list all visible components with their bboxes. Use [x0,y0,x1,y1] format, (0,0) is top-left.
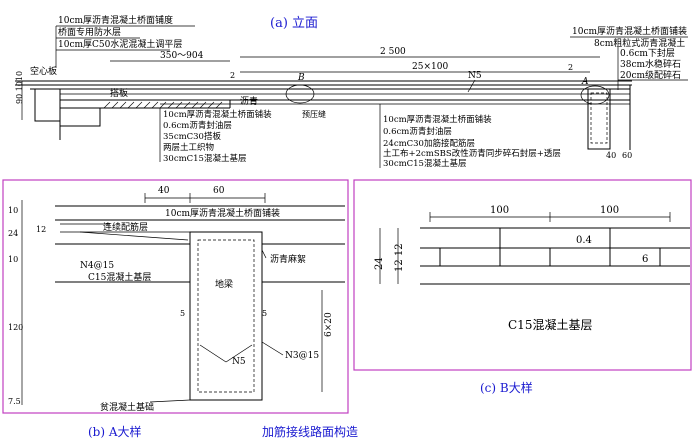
detail-a-dim-5b: 5 [262,309,267,318]
detail-b-view: 100 100 0.4 6 24 12 12 C15混凝土基层 [353,179,692,371]
hollow-slab-label: 空心板 [30,65,57,77]
dim-25x100: 25×100 [412,62,448,72]
detail-a-dim-10b: 10 [8,255,18,264]
detail-a-dim-12: 12 [36,225,46,234]
left-layer-3: 10cm厚C50水泥混凝土调平层 [58,38,182,50]
caption-detail-b: (c) B大样 [480,380,533,395]
caption-detail-a: (b) A大样 [88,424,142,439]
detail-a-n4: N4@15 [80,261,114,271]
mid-left-layer-1: 10cm厚沥青混凝土桥面铺装 [163,109,272,120]
press-seam-label: 预压缝 [302,109,326,119]
mid-right-layer-5: 30cmC15混凝土基层 [383,158,466,169]
right-layer-4: 38cm水稳碎石 [620,58,681,70]
detail-a-dim-40: 40 [158,186,170,196]
detail-a-dim-5a: 5 [180,309,185,318]
left-layer-1: 10cm厚沥青混凝土桥面铺度 [58,14,173,26]
asphalt-jute-label: 沥青麻絮 [270,253,306,265]
mid-right-layer-4: 土工布+2cmSBS改性沥青同步碎石封层+透层 [383,148,561,159]
detail-b-dim-6: 6 [642,254,648,265]
mid-right-layer-3: 24cmC30加筋接配筋层 [383,138,475,149]
detail-a-view: 40 60 10cm厚沥青混凝土桥面铺装 连续配筋层 N4@15 C15混凝土基… [2,179,349,414]
mid-left-layer-3: 35cmC30搭板 [163,131,221,142]
detail-b-dim-100b: 100 [600,205,619,216]
mid-left-layer-4: 两层土工织物 [163,142,215,153]
rebar-n5-label: N5 [468,71,482,81]
detail-a-dim-120: 120 [8,323,23,332]
right-layer-3: 0.6cm下封层 [620,47,675,59]
caption-figure-title: 加筋接线路面构造 [262,424,358,439]
caption-elevation: (a) 立面 [270,16,318,31]
lean-concrete-label: 贫混凝土基础 [100,401,154,413]
detail-b-dim-12: 12 12 [394,243,405,272]
detail-a-dim-60: 60 [213,186,225,196]
right-layer-5: 20cm级配碎石 [620,69,681,81]
asphalt-label: 沥青 [240,95,258,107]
detail-a-n5: N5 [232,357,246,367]
detail-a-top-layer: 10cm厚沥青混凝土桥面铺装 [165,207,280,219]
detail-a-base: C15混凝土基层 [88,271,151,283]
detail-b-dim-100a: 100 [490,205,509,216]
detail-a-n3: N3@15 [285,351,319,361]
dim-350-904: 350～904 [160,51,204,61]
mark-b: B [297,73,305,83]
right-layer-2: 8cm粗粒式沥青混凝土 [594,37,685,49]
detail-a-frame [2,179,349,414]
elevation-view: (a) 立面 10cm厚沥青混凝土桥面铺度 桥面专用防水层 10cm厚C50水泥… [15,14,688,169]
detail-b-dim-24: 24 [374,257,385,270]
detail-a-dim-6x20: 6×20 [324,312,334,337]
mark-a: A [581,77,589,87]
dim-2-left: 2 [230,71,235,80]
mid-left-layer-2: 0.6cm沥青封油层 [163,120,232,131]
dim-2500: 2 500 [380,47,406,57]
dim-2-right: 2 [568,63,573,72]
detail-b-dim-04: 0.4 [576,235,592,246]
detail-a-dim-24: 24 [8,229,18,238]
dim-40-elev: 40 [606,151,616,160]
left-layer-2: 桥面专用防水层 [58,26,121,38]
detail-b-frame [353,179,692,371]
right-layer-1: 10cm厚沥青混凝土桥面铺装 [572,25,687,37]
detail-a-continuous-rebar: 连续配筋层 [103,221,148,233]
detail-b-base: C15混凝土基层 [508,317,592,332]
dim-60-elev: 60 [622,151,632,160]
mid-right-layer-1: 10cm厚沥青混凝土桥面铺装 [383,114,492,125]
ground-beam-label: 地梁 [215,278,233,290]
dim-left-vertical: 90 1010 [15,71,24,104]
approach-slab-label: 搭板 [110,87,128,99]
detail-a-dim-10: 10 [8,206,18,215]
mid-right-layer-2: 0.6cm沥青封油层 [383,126,452,137]
mid-left-layer-5: 30cmC15混凝土基层 [163,153,246,164]
detail-a-dim-75: 7.5 [8,397,21,406]
